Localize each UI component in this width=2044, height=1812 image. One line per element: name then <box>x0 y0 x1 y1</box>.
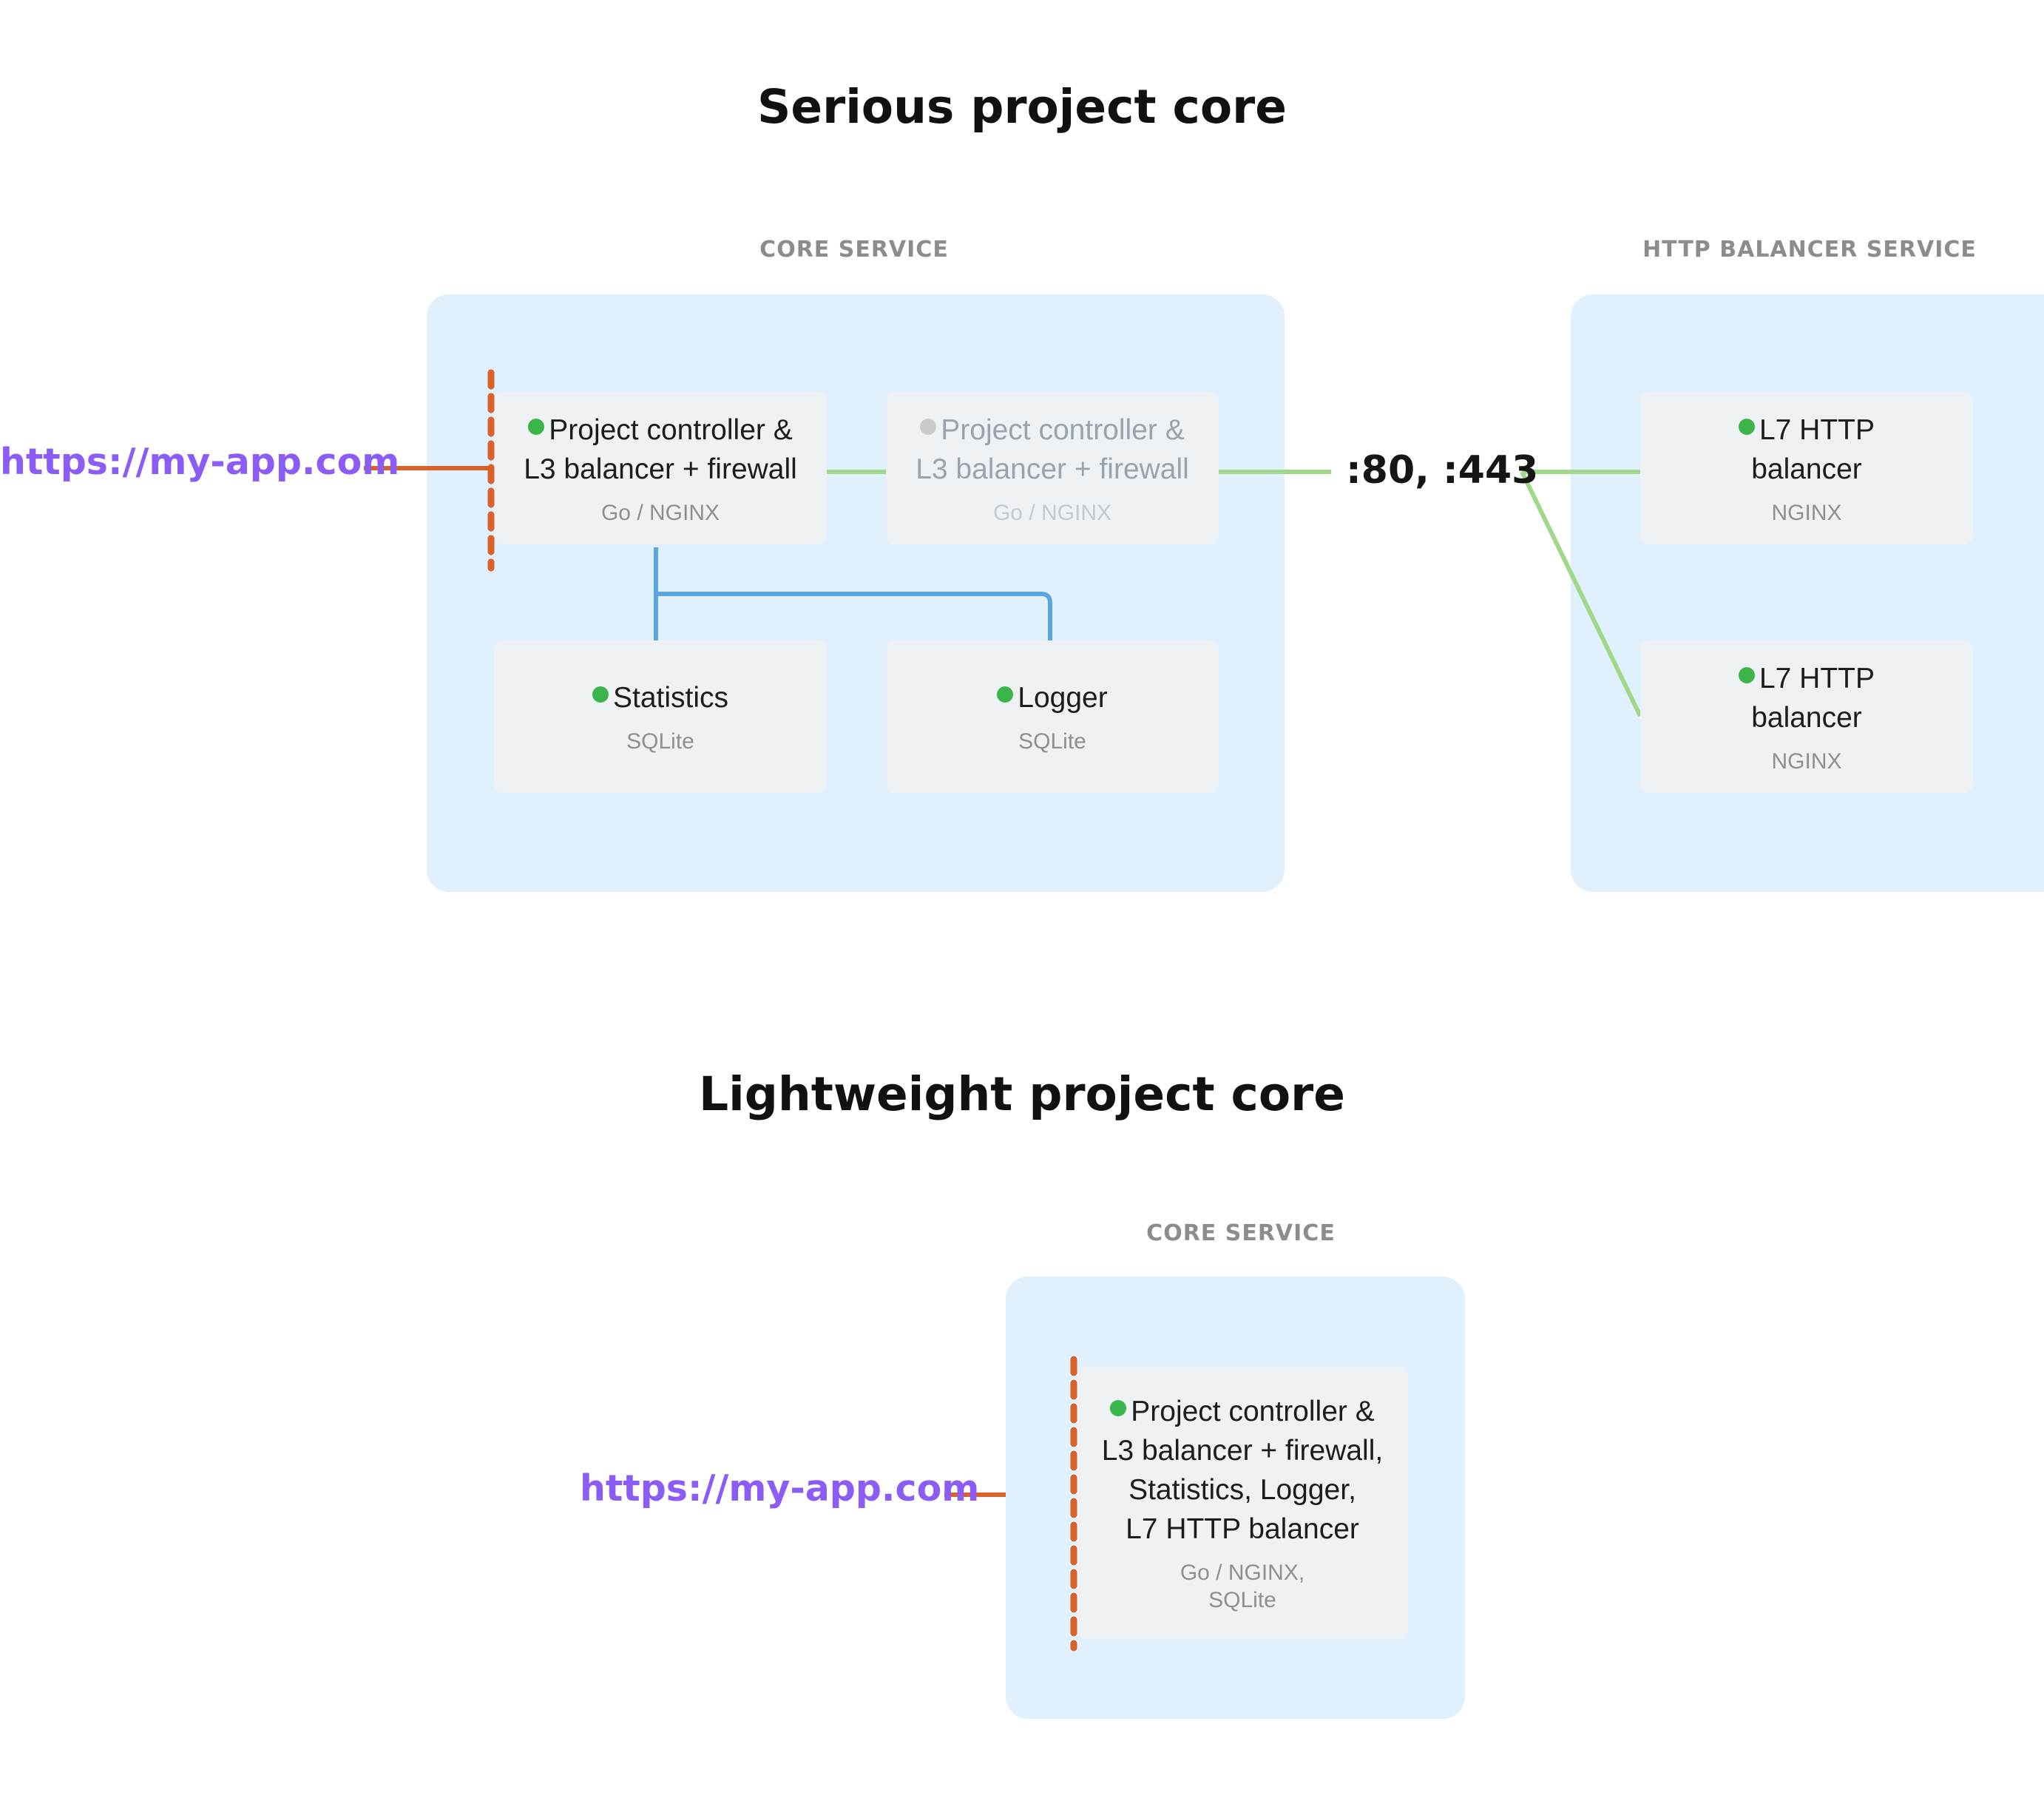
node-l7-balancer-2: L7 HTTP balancer NGINX <box>1640 640 1973 793</box>
balancer-2-title: L7 HTTP balancer <box>1751 662 1875 734</box>
status-active-icon <box>997 686 1014 703</box>
entry-url[interactable]: https://my-app.com <box>0 441 400 483</box>
status-active-icon <box>592 686 609 703</box>
http-balancer-service-label: HTTP BALANCER SERVICE <box>1642 237 1977 263</box>
node-statistics: Statistics SQLite <box>494 640 827 793</box>
node-controller-standby: Project controller & L3 balancer + firew… <box>886 392 1219 544</box>
core-service-label: CORE SERVICE <box>759 237 949 263</box>
controller-standby-title: Project controller & L3 balancer + firew… <box>916 413 1189 485</box>
logger-title: Logger <box>1018 682 1108 714</box>
balancer-1-title: L7 HTTP balancer <box>1751 413 1875 485</box>
logger-tech: SQLite <box>1018 729 1086 754</box>
controller-title: Project controller & L3 balancer + firew… <box>524 413 797 485</box>
combined-tech: Go / NGINX, SQLite <box>1180 1561 1305 1612</box>
status-active-icon <box>1110 1400 1127 1416</box>
balancer-2-tech: NGINX <box>1771 748 1842 774</box>
statistics-tech: SQLite <box>626 729 694 754</box>
node-combined-core: Project controller & L3 balancer + firew… <box>1077 1367 1408 1639</box>
status-inactive-icon <box>920 418 937 435</box>
controller-tech: Go / NGINX <box>600 500 720 525</box>
controller-standby-tech: Go / NGINX <box>992 500 1112 525</box>
status-active-icon <box>1738 666 1755 683</box>
serious-title: Serious project core <box>757 80 1287 134</box>
node-l7-balancer-1: L7 HTTP balancer NGINX <box>1640 392 1973 544</box>
core-service-label-lightweight: CORE SERVICE <box>1146 1220 1336 1246</box>
entry-url-lightweight[interactable]: https://my-app.com <box>580 1467 980 1510</box>
link-controller-services <box>654 547 1052 640</box>
statistics-title: Statistics <box>612 682 729 714</box>
combined-title: Project controller & L3 balancer + firew… <box>1101 1396 1384 1545</box>
link-ports-balancer-2 <box>1520 470 1642 717</box>
lightweight-title: Lightweight project core <box>699 1067 1345 1121</box>
balancer-1-tech: NGINX <box>1771 500 1842 525</box>
ports-label: :80, :443 <box>1346 448 1539 493</box>
status-active-icon <box>1738 418 1755 435</box>
status-active-icon <box>528 418 545 435</box>
node-controller-active: Project controller & L3 balancer + firew… <box>494 392 827 544</box>
node-logger: Logger SQLite <box>886 640 1219 793</box>
